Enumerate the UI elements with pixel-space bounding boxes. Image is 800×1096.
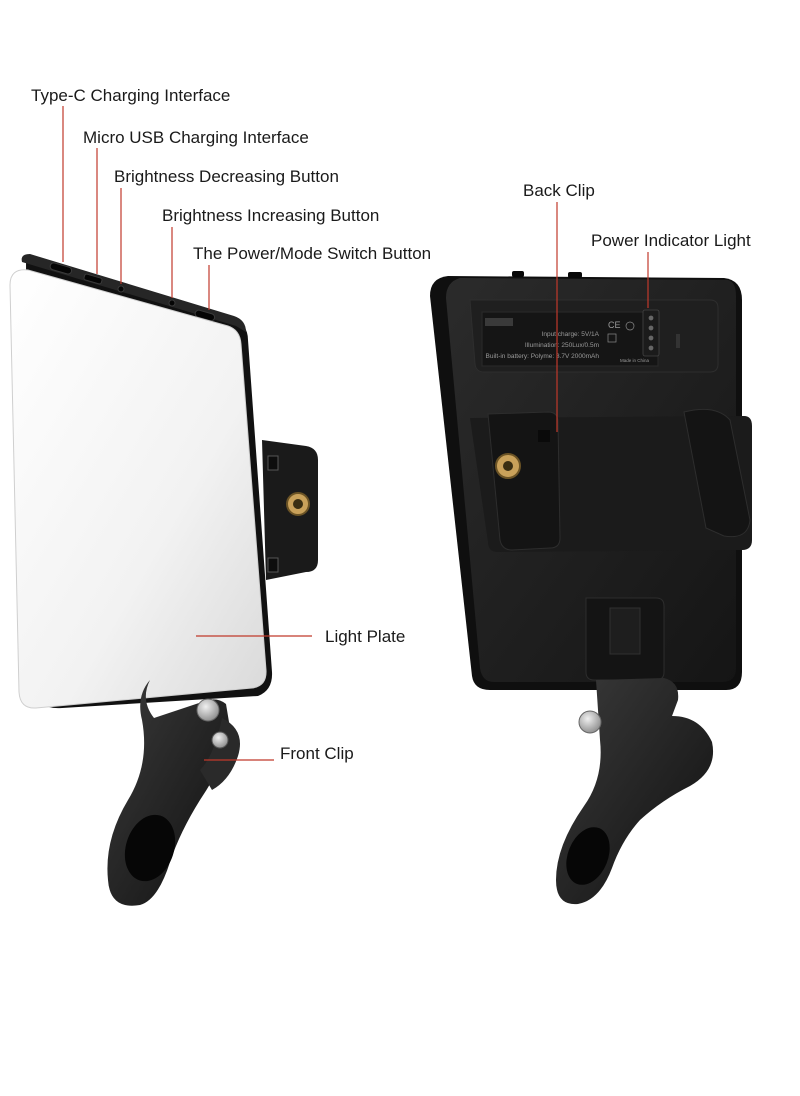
tripod-screw-center (293, 499, 303, 509)
back-top-button-2 (568, 272, 582, 278)
label-back-clip: Back Clip (523, 181, 595, 200)
front-device-top-edge (21, 254, 246, 332)
label-power-indicator-light: Power Indicator Light (591, 231, 751, 250)
label-type-c-charging-interface: Type-C Charging Interface (31, 86, 231, 105)
label-micro-usb-charging-interface: Micro USB Charging Interface (83, 128, 309, 147)
front-clip-opening (124, 814, 176, 882)
back-clip-thumb-screw (578, 710, 602, 734)
power-indicator-led-2 (648, 325, 654, 331)
leader-lines (62, 106, 649, 761)
label-brightness-decreasing-button: Brightness Decreasing Button (114, 167, 339, 186)
power-indicator-led-3 (648, 335, 654, 341)
spec-input-charge: Input charge: 5V/1A (542, 331, 600, 338)
power-indicator-led-1 (648, 315, 654, 321)
certification-mark (625, 321, 635, 331)
micro-usb-port (83, 273, 103, 285)
light-plate (9, 269, 267, 709)
brightness-increase-button (168, 299, 176, 307)
spec-made-in: Made in China (620, 358, 650, 363)
ce-mark: CE (608, 320, 621, 330)
mount-slot-top (267, 455, 279, 471)
label-light-plate: Light Plate (325, 627, 406, 646)
back-clip-latch (538, 430, 550, 442)
type-c-port (49, 262, 73, 275)
side-button-mark (676, 334, 680, 348)
front-clip-lever (200, 718, 240, 790)
label-power-mode-switch-button: The Power/Mode Switch Button (193, 244, 432, 263)
brightness-decrease-button (117, 285, 125, 293)
power-indicator-led-4 (648, 345, 654, 351)
spec-illumination: Illumination: 250Lux/0.5m (525, 342, 599, 349)
back-clip-left-jaw (487, 411, 561, 551)
back-tripod-screw-center (503, 461, 513, 471)
power-indicator-frame (642, 309, 660, 357)
back-view-device: Input charge: 5V/1A Illumination: 250Lux… (430, 271, 752, 905)
back-clip-right-jaw (683, 408, 751, 538)
front-view-device (9, 254, 318, 906)
mount-slot-bottom (267, 557, 279, 573)
front-clip-pivot (211, 731, 229, 749)
label-front-clip: Front Clip (280, 744, 354, 763)
label-brightness-increasing-button: Brightness Increasing Button (162, 206, 380, 225)
back-top-button-1 (512, 271, 524, 277)
front-clip-thumb-screw (196, 698, 220, 722)
spec-battery: Built-in battery: Polyme: 3.7V 2000mAh (486, 353, 600, 360)
spec-logo-placeholder (485, 318, 513, 326)
recycle-mark (607, 333, 617, 343)
back-hinge-inner (609, 607, 641, 655)
back-clip-opening (566, 827, 610, 885)
